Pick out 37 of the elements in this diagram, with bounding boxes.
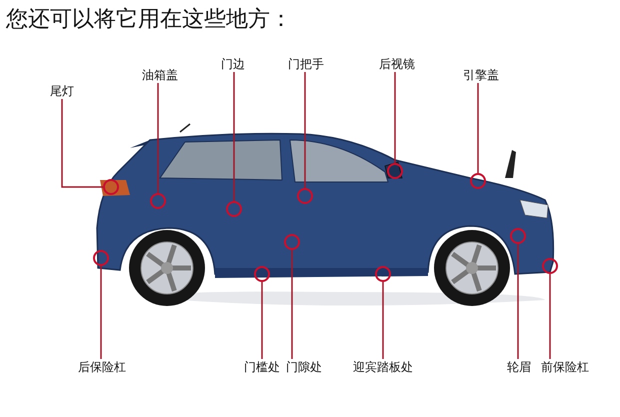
leader-line [157,83,159,193]
marker-circle [542,258,558,274]
leader-line [477,83,479,173]
part-label: 门边 [221,57,245,71]
part-label: 尾灯 [50,84,74,98]
part-label: 迎宾踏板处 [353,360,413,374]
part-label: 引擎盖 [463,68,499,82]
marker-circle [254,266,270,282]
part-label: 门槛处 [244,360,280,374]
part-label: 门隙处 [286,360,322,374]
leader-line [261,282,263,359]
marker-circle [470,173,486,189]
marker-circle [510,228,526,244]
marker-circle [150,193,166,209]
leader-line [382,282,384,359]
leader-line [291,250,293,359]
part-label: 轮眉 [507,360,531,374]
leader-line [233,72,235,201]
leader-line [517,244,519,359]
part-label: 后视镜 [379,57,415,71]
marker-circle [297,188,313,204]
part-label: 前保险杠 [541,360,589,374]
part-label: 油箱盖 [142,68,178,82]
leader-line [304,72,306,188]
marker-circle [103,179,119,195]
leader-line [394,72,396,163]
part-label: 后保险杠 [78,360,126,374]
marker-circle [284,234,300,250]
leader-line [61,99,103,188]
marker-circle [387,163,403,179]
marker-circle [375,266,391,282]
marker-circle [226,201,242,217]
part-label: 门把手 [288,57,324,71]
leader-line [100,266,102,359]
leader-line [549,274,551,359]
title: 您还可以将它用在这些地方： [6,6,292,34]
marker-circle [93,250,109,266]
